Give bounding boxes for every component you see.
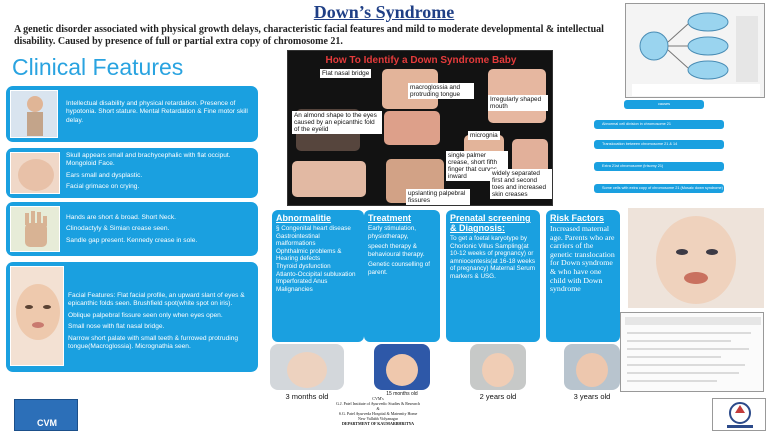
treatment-heading: Treatment xyxy=(368,213,412,223)
feature-1-text: Intellectual disability and physical ret… xyxy=(66,100,248,124)
credits-department: DEPARTMENT OF KAUMARBHRITYA xyxy=(341,421,415,426)
risk-column: Risk Factors Increased maternal age. Par… xyxy=(546,210,620,342)
page-title: Down’s Syndrome xyxy=(313,2,455,22)
label-flat-nasal: Flat nasal bridge xyxy=(320,69,372,78)
feature-2-line-2: Ears small and dysplastic. xyxy=(66,171,143,179)
label-palpebral: upslanting palpebral fissures xyxy=(406,189,470,205)
document-image xyxy=(620,312,764,392)
feature-4-line-2: Oblique palpebral fissure seen only when… xyxy=(68,311,223,319)
treatment-column: Treatment Early stimulation, physiothera… xyxy=(364,210,440,342)
child-photo xyxy=(10,90,58,138)
cause-item: Some cells with extra copy of chromosome… xyxy=(594,184,724,193)
abn-item: Malignancies xyxy=(276,285,313,293)
age-label: 2 years old xyxy=(479,392,517,401)
feature-4-line-1: Facial Features: Flat facial profile, an… xyxy=(68,292,245,308)
chromosome-diagram xyxy=(625,3,765,98)
risk-heading: Risk Factors xyxy=(550,213,605,223)
treatment-item: Early stimulation, physiotherapy, xyxy=(368,225,416,240)
cause-item: Abnormal cell division in chromosome 21 xyxy=(594,120,724,129)
abn-item: Imperforated Anus xyxy=(276,278,328,286)
abn-item: Thyroid dysfunction xyxy=(276,262,331,270)
credits-line: New Vallabh Vidyanagar xyxy=(357,416,399,421)
feature-block-3: Hands are short & broad. Short Neck. Cli… xyxy=(6,202,258,256)
age-label: 3 months old xyxy=(285,392,329,401)
institute-emblem-icon xyxy=(727,402,753,428)
prenatal-column: Prenatal screening & Diagnosis: To get a… xyxy=(446,210,540,342)
feature-4-line-3: Small nose with flat nasal bridge. xyxy=(68,323,165,331)
feature-2-line-3: Facial grimace on crying. xyxy=(66,183,140,191)
abn-item: Gastrointestinal malformations xyxy=(276,232,320,248)
institute-logo xyxy=(712,398,766,431)
cause-item: Translocation between chromosome 21 & 14 xyxy=(594,140,724,149)
treatment-item: Genetic counselling of parent. xyxy=(368,261,430,276)
causes-heading: causes xyxy=(624,100,704,109)
feature-3-line-1: Hands are short & broad. Short Neck. xyxy=(66,214,176,221)
diagram-drawing xyxy=(632,12,760,96)
feature-block-1: Intellectual disability and physical ret… xyxy=(6,86,258,142)
label-macroglossia: macroglossia and protruding tongue xyxy=(408,83,474,99)
risk-item: Increased maternal age. Parents who are … xyxy=(550,224,615,294)
label-almond: An almond shape to the eyes caused by an… xyxy=(292,111,382,134)
feature-3-line-2: Clinodactyly & Simian crease seen. xyxy=(66,225,170,233)
abnormalities-column: Abnormalitie § Congenital heart disease … xyxy=(272,210,364,342)
hand-photo xyxy=(10,206,60,252)
age-label: 3 years old xyxy=(573,392,611,401)
skull-photo xyxy=(10,152,60,194)
prenatal-heading: Prenatal screening & Diagnosis: xyxy=(450,213,531,233)
feature-block-2: Skull appears small and brachycephalic w… xyxy=(6,148,258,198)
age-label: 15 months old xyxy=(386,391,418,397)
label-toes: widely separated first and second toes a… xyxy=(490,169,552,199)
feature-block-4: Facial Features: Flat facial profile, an… xyxy=(6,262,258,372)
label-mouth: Irregularly shaped mouth xyxy=(488,95,548,111)
feature-2-line-1: Skull appears small and brachycephalic w… xyxy=(66,152,231,168)
feature-3-line-3: Sandle gap present. Kennedy crease in so… xyxy=(66,236,198,244)
document-lines xyxy=(625,317,761,382)
baby-2-years-photo xyxy=(470,344,526,390)
clinical-features-heading: Clinical Features xyxy=(12,54,184,80)
label-micrognia: micrognia xyxy=(468,131,500,140)
feature-4-line-4: Narrow short palate with small teeth & f… xyxy=(68,334,239,351)
baby-15-months-photo xyxy=(374,344,430,390)
baby-3-years-photo xyxy=(564,344,620,390)
credits-line: G.J. Patel Institute of Ayurvedic Studie… xyxy=(336,401,420,406)
treatment-item: speech therapy & behavioural therapy. xyxy=(368,243,425,258)
identify-title: How To Identify a Down Syndrome Baby xyxy=(325,55,517,66)
baby-3-months-photo xyxy=(270,344,344,390)
abn-item: Atlanto-Occipital subluxation xyxy=(276,270,356,278)
abn-item: § Congenital heart disease xyxy=(276,225,351,232)
credits-line: S.G. Patel Ayurveda Hospital & Maternity… xyxy=(338,411,418,416)
credits-line: & xyxy=(376,406,380,411)
cause-item: Extra 21st chromosome (trisomy 21) xyxy=(594,162,724,171)
intro-text: A genetic disorder associated with physi… xyxy=(14,24,604,47)
face-photo xyxy=(10,266,64,366)
causes-panel: causes Abnormal cell division in chromos… xyxy=(584,100,734,204)
credits: CVM's G.J. Patel Institute of Ayurvedic … xyxy=(298,396,458,426)
cvm-logo: CVM xyxy=(14,399,78,431)
credits-line: CVM's xyxy=(372,396,384,401)
abnormalities-heading: Abnormalitie xyxy=(276,213,332,223)
cvm-logo-text: CVM xyxy=(37,418,57,428)
baby-photo xyxy=(628,208,764,308)
identify-infographic: How To Identify a Down Syndrome Baby Fla… xyxy=(287,50,553,206)
prenatal-item: To get a foetal karyotype by Chorionic V… xyxy=(450,235,536,280)
abn-item: Ophthalmic problems & Hearing defects xyxy=(276,247,342,263)
